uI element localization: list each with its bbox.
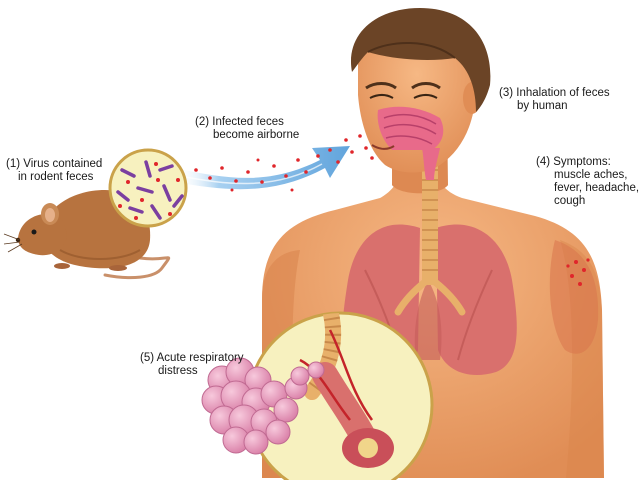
label-step1-virus: (1) Virus contained in rodent feces <box>6 158 102 184</box>
human-head <box>350 8 491 180</box>
label-step5-line1: (5) Acute respiratory <box>140 352 244 364</box>
label-step4-line4: cough <box>554 195 586 207</box>
label-step5-line2: distress <box>158 365 198 377</box>
label-step1-line2: in rodent feces <box>18 171 94 183</box>
lungs <box>342 224 517 376</box>
label-step1-line1: (1) Virus contained <box>6 158 103 170</box>
label-step4-symptoms: (4) Symptoms: muscle aches, fever, heada… <box>536 156 639 208</box>
label-step5-respiratory: (5) Acute respiratory distress <box>140 352 244 378</box>
label-step4-line3: fever, headache, <box>554 182 640 194</box>
label-step3-inhalation: (3) Inhalation of feces by human <box>499 87 610 113</box>
alveoli-inset <box>201 311 434 480</box>
label-step2-airborne: (2) Infected feces become airborne <box>195 116 299 142</box>
label-step3-line2: by human <box>517 100 568 112</box>
label-step4-line1: (4) Symptoms: <box>536 156 611 168</box>
label-step2-line1: (2) Infected feces <box>195 116 284 128</box>
label-step3-line1: (3) Inhalation of feces <box>499 87 610 99</box>
muscle-infection-dots <box>566 258 590 286</box>
airborne-particles <box>194 134 374 192</box>
trachea <box>394 150 466 316</box>
label-step2-line2: become airborne <box>213 129 300 141</box>
label-step4-line2: muscle aches, <box>554 169 628 181</box>
rodent-feces-inset <box>108 148 188 228</box>
